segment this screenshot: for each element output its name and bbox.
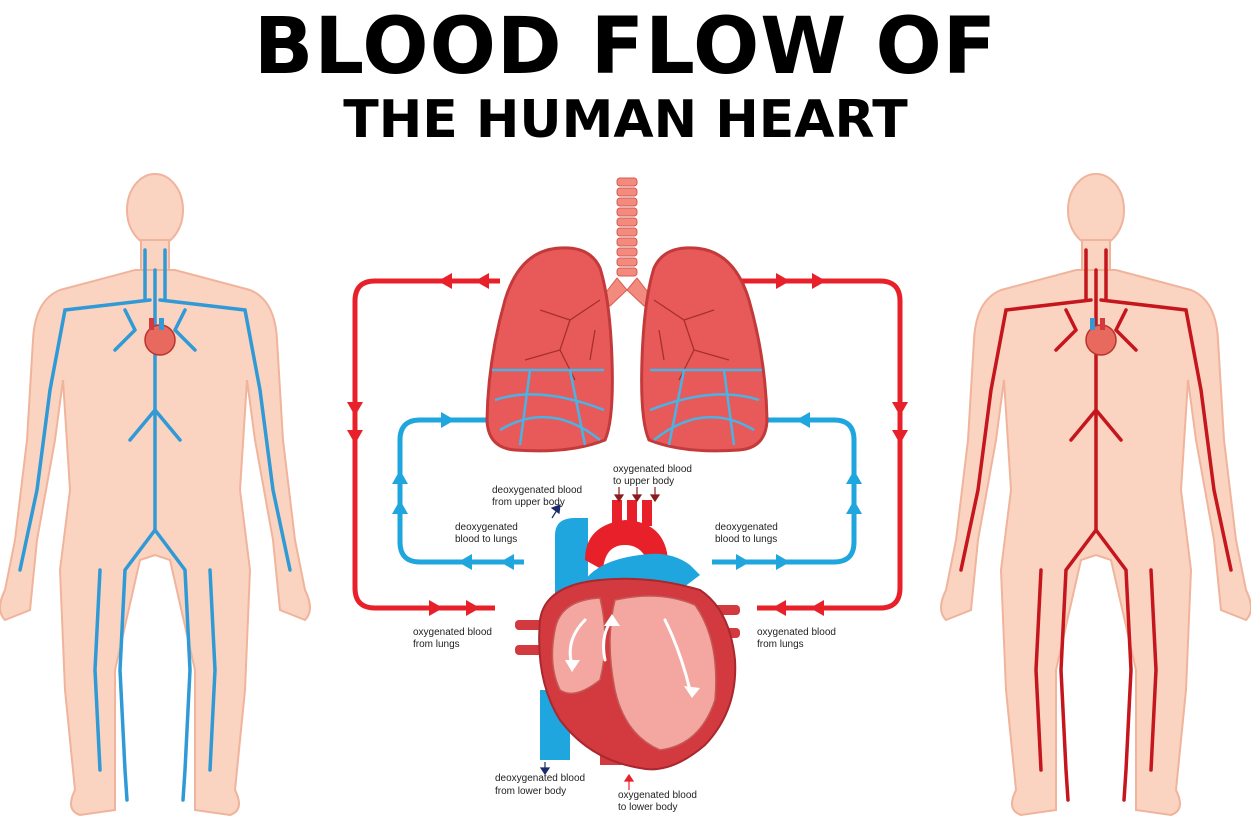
label-deoxy-lungs-left-1: deoxygenated bbox=[455, 522, 518, 533]
labels: deoxygenated blood from upper body oxyge… bbox=[413, 464, 836, 813]
label-oxy-upper-2: to upper body bbox=[613, 476, 674, 487]
label-oxy-lower-1: oxygenated blood bbox=[618, 790, 697, 801]
label-oxy-lungs-right-1: oxygenated blood bbox=[757, 627, 836, 638]
right-body-arteries bbox=[940, 173, 1251, 816]
title-line-1: BLOOD FLOW OF bbox=[253, 2, 998, 92]
oxygenated-circuit-arrows bbox=[347, 273, 908, 616]
lungs bbox=[485, 177, 769, 453]
deoxygenated-circuit-arrows bbox=[392, 412, 862, 570]
label-oxy-lungs-left-2: from lungs bbox=[413, 639, 460, 650]
oxygenated-circuit bbox=[352, 278, 903, 611]
title-line-2: THE HUMAN HEART bbox=[343, 90, 908, 150]
label-oxy-lower-2: to lower body bbox=[618, 802, 677, 813]
label-oxy-lungs-left-1: oxygenated blood bbox=[413, 627, 492, 638]
left-body-veins bbox=[0, 173, 311, 816]
label-deoxy-upper-1: deoxygenated blood bbox=[492, 485, 582, 496]
label-deoxy-lower-1: deoxygenated blood bbox=[495, 773, 585, 784]
label-oxy-lungs-right-2: from lungs bbox=[757, 639, 804, 650]
deoxygenated-circuit bbox=[397, 417, 857, 565]
left-body-heart-icon bbox=[144, 318, 176, 356]
label-deoxy-lungs-left-2: blood to lungs bbox=[455, 534, 517, 545]
superior-vena-cava bbox=[555, 518, 588, 600]
heart bbox=[515, 500, 740, 771]
right-body-heart-icon bbox=[1085, 318, 1117, 356]
label-deoxy-lower-2: from lower body bbox=[495, 786, 566, 797]
label-deoxy-upper-2: from upper body bbox=[492, 497, 565, 508]
left-lung bbox=[485, 246, 614, 453]
label-deoxy-lungs-right-1: deoxygenated bbox=[715, 522, 778, 533]
right-lung bbox=[640, 246, 769, 453]
label-oxy-upper-1: oxygenated blood bbox=[613, 464, 692, 475]
trachea bbox=[599, 177, 655, 307]
small-arrows bbox=[539, 487, 661, 790]
label-deoxy-lungs-right-2: blood to lungs bbox=[715, 534, 777, 545]
